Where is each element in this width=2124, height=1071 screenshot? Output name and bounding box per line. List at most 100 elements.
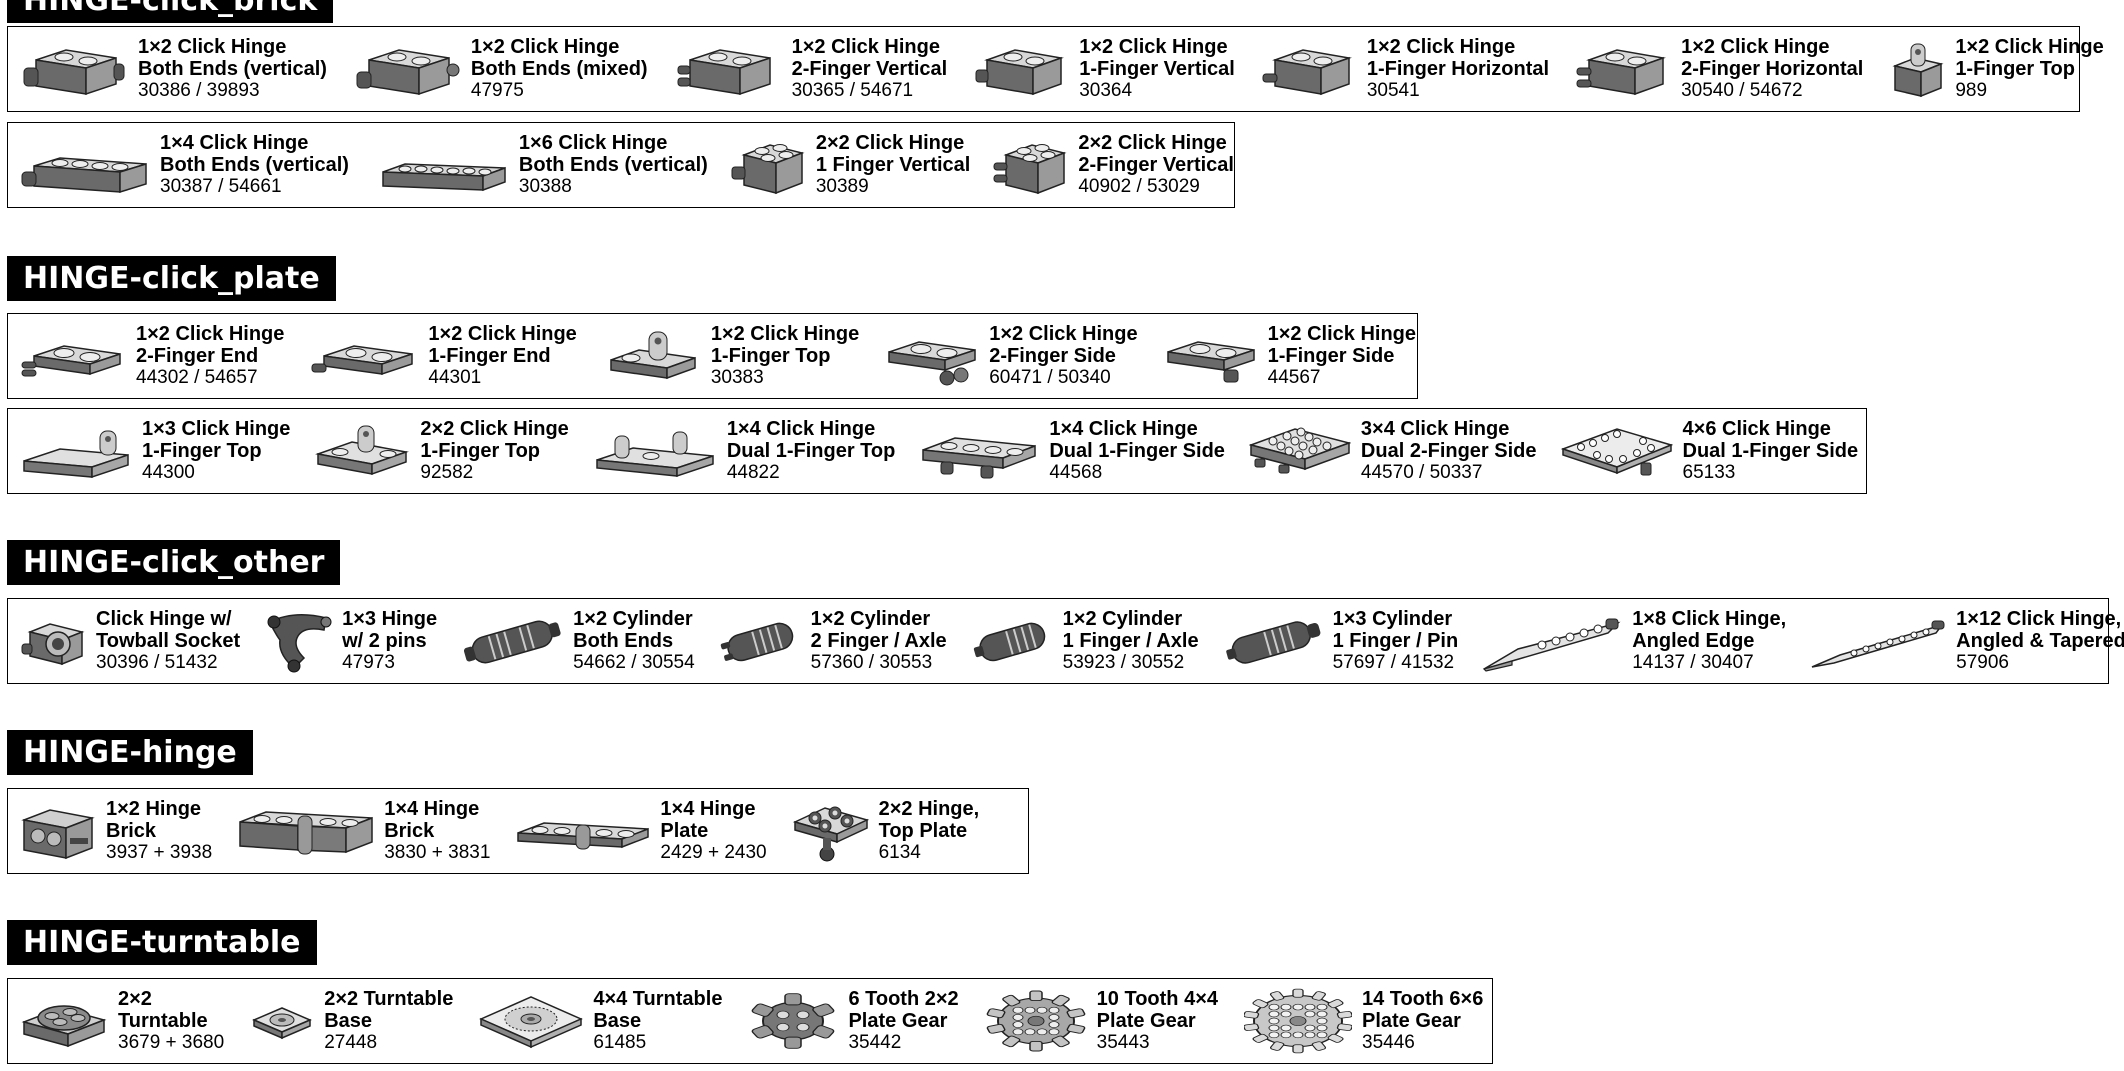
part-number: 30389	[815, 176, 869, 197]
plate-gear-14-tooth-icon	[1244, 988, 1352, 1054]
part-number: 30387 / 54661	[160, 176, 282, 197]
part-number: 40902 / 53029	[1078, 176, 1200, 197]
part-variant: 1-Finger Horizontal	[1366, 58, 1550, 80]
part-variant: 1-Finger Top	[142, 440, 262, 462]
part-name: 1×2 Cylinder	[1062, 608, 1183, 630]
cylinder-1x2-1-finger-axle-icon	[973, 622, 1045, 662]
part-name: 1×2 Click Hinge	[1681, 36, 1830, 58]
plate-gear-6-tooth-icon	[752, 993, 835, 1049]
part-name: 1×2 Click Hinge	[1955, 36, 2104, 58]
part-number: 6134	[878, 842, 921, 863]
plate-2x2-hinge-1-finger-top-icon	[315, 425, 410, 476]
part-number: 3679 + 3680	[118, 1032, 225, 1053]
cylinder-1x2-2-finger-axle-icon	[720, 622, 793, 662]
click-hinge-towball-socket-icon	[21, 623, 85, 666]
part-variant: 2 Finger / Axle	[810, 630, 947, 652]
brick-1x2-hinge-both-ends-vertical-icon	[23, 49, 125, 96]
part-name: 1×4 Hinge	[660, 798, 756, 820]
part-variant: Brick	[106, 820, 157, 842]
part-variant: 1-Finger Top	[1955, 58, 2075, 80]
part-name: 1×2 Click Hinge	[989, 323, 1138, 345]
part-variant: Angled & Tapered	[1956, 630, 2124, 652]
brick-1x2-hinge-2-finger-horizontal-icon	[1576, 49, 1667, 96]
part-name: 3×4 Click Hinge	[1360, 418, 1510, 440]
part-number: 65133	[1682, 462, 1736, 483]
part-number: 27448	[324, 1032, 378, 1053]
part-number: 57906	[1956, 652, 2009, 673]
part-name: 4×4 Turntable	[593, 988, 723, 1010]
click-hinge-1x12-angled-tapered-icon	[1811, 620, 1945, 668]
part-name: 1×2 Click Hinge	[136, 323, 285, 345]
brick-1x4-hinge-both-ends-icon	[21, 157, 147, 194]
part-number: 60471 / 50340	[989, 367, 1111, 388]
part-name: 1×2 Click Hinge	[1366, 36, 1516, 58]
part-variant: Top Plate	[878, 820, 968, 842]
part-name: 10 Tooth 4×4	[1096, 988, 1218, 1010]
plate-1x4-hinge-dual-1-finger-top-icon	[596, 431, 714, 478]
section-title: HINGE-click_brick	[7, 0, 334, 23]
part-variant: Angled Edge	[1632, 630, 1755, 652]
hinge-1x2-brick-icon	[21, 809, 95, 860]
part-number: 2429 + 2430	[660, 842, 767, 863]
part-name: 1×2 Cylinder	[810, 608, 931, 630]
part-variant: 2-Finger Horizontal	[1681, 58, 1864, 80]
part-name: 1×8 Click Hinge,	[1632, 608, 1787, 630]
part-name: 1×2 Hinge	[106, 798, 202, 820]
part-variant: Plate Gear	[848, 1010, 948, 1032]
part-name: 1×6 Click Hinge	[518, 132, 668, 154]
plate-4x6-hinge-dual-1-finger-side-icon	[1560, 428, 1673, 476]
part-number: 14137 / 30407	[1632, 652, 1754, 673]
part-name: 1×12 Click Hinge,	[1956, 608, 2122, 630]
part-variant: 1 Finger / Axle	[1062, 630, 1199, 652]
part-name: 14 Tooth 6×6	[1362, 988, 1484, 1010]
part-name: 1×2 Click Hinge	[428, 323, 577, 345]
part-name: 1×4 Click Hinge	[1049, 418, 1198, 440]
part-number: 54662 / 30554	[573, 652, 695, 673]
part-number: 44301	[428, 367, 482, 388]
part-name: 1×2 Click Hinge	[1079, 36, 1228, 58]
part-number: 44300	[142, 462, 195, 483]
part-variant: 2-Finger End	[136, 345, 259, 367]
part-variant: Plate Gear	[1096, 1010, 1196, 1032]
part-variant: 1 Finger / Pin	[1332, 630, 1459, 652]
brick-2x2-hinge-1-finger-vertical-icon	[731, 144, 805, 195]
brick-1x6-hinge-both-ends-icon	[382, 163, 506, 192]
turntable-2x2-base-icon	[252, 1007, 313, 1040]
cylinder-1x3-1-finger-pin-icon	[1225, 621, 1321, 664]
part-name: 2×2 Click Hinge	[1078, 132, 1227, 154]
part-name: 1×3 Cylinder	[1332, 608, 1453, 630]
part-number: 44570 / 50337	[1360, 462, 1483, 483]
hinge-1x4-brick-icon	[239, 811, 373, 855]
part-number: 30365 / 54671	[791, 80, 914, 101]
part-variant: 2-Finger Side	[989, 345, 1116, 367]
part-variant: 1-Finger Top	[420, 440, 541, 462]
part-variant: Both Ends (vertical)	[160, 154, 349, 176]
part-number: 989	[1955, 80, 1988, 101]
part-name: 2×2 Click Hinge	[420, 418, 569, 440]
plate-1x4-hinge-dual-1-finger-side-icon	[922, 437, 1037, 479]
part-variant: Towball Socket	[96, 630, 241, 652]
part-number: 44302 / 54657	[136, 367, 258, 388]
part-variant: Dual 1-Finger Top	[726, 440, 896, 462]
part-variant: 1-Finger End	[428, 345, 551, 367]
part-name: 1×2 Click Hinge	[710, 323, 860, 345]
part-number: 30364	[1079, 80, 1133, 101]
brick-1x2-hinge-1-finger-horizontal-icon	[1262, 49, 1352, 96]
part-variant: 1-Finger Top	[710, 345, 831, 367]
turntable-4x4-base-icon	[479, 996, 584, 1049]
part-name: 1×4 Click Hinge	[160, 132, 309, 154]
